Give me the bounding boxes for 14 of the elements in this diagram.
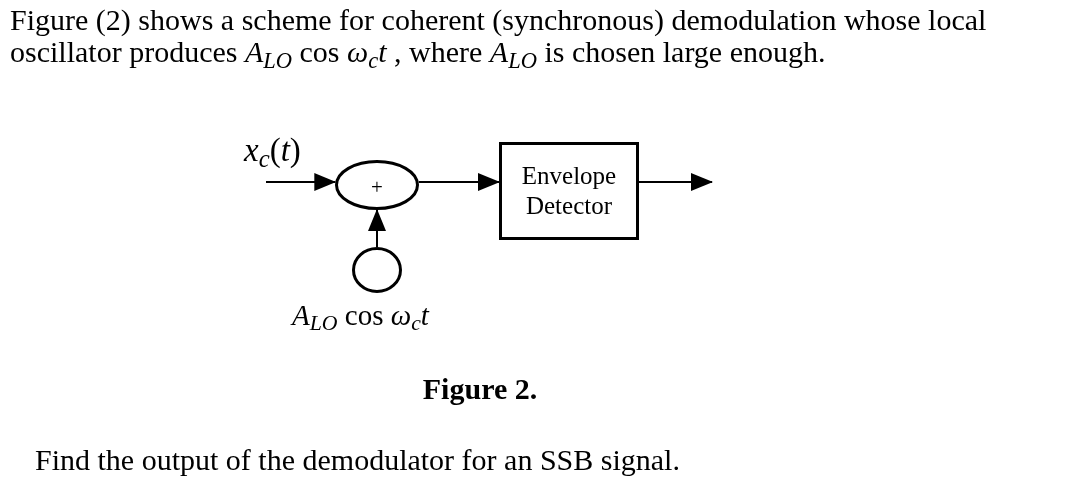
arrow bbox=[265, 173, 337, 191]
process-box bbox=[499, 142, 639, 240]
block-label: Envelope Detector bbox=[520, 161, 618, 221]
source-circle bbox=[352, 247, 402, 293]
signal-label: A$_{LO}$ cos ω$_{c}$t bbox=[292, 298, 429, 332]
figure-caption: Figure 2. bbox=[422, 372, 538, 406]
question-text: Find the output of the demodulator for an SSB signal. bbox=[35, 443, 680, 477]
arrow bbox=[368, 209, 386, 248]
sum-sign: + bbox=[371, 176, 383, 198]
signal-label: x$_{c}$(t) bbox=[244, 132, 301, 168]
arrow bbox=[417, 173, 500, 191]
arrow bbox=[638, 173, 713, 191]
summing-junction bbox=[335, 160, 419, 210]
problem-text: Figure (2) shows a scheme for coherent (synchronous) demodulation whose local oscillator produces A$_{LO}$ cos ω$_{c}$t , where A$_{LO}$ is chosen large enough. bbox=[10, 4, 988, 68]
